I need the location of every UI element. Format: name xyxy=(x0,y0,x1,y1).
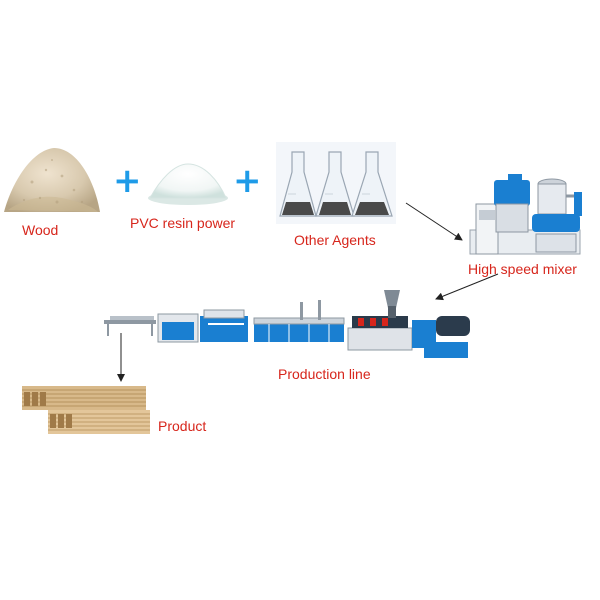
wood-label: Wood xyxy=(22,222,59,238)
flasks-icon xyxy=(276,142,396,224)
production-line-label: Production line xyxy=(278,366,371,382)
arrow-to-mixer xyxy=(405,202,463,241)
arrow-to-line xyxy=(435,273,499,301)
plus-icon: + xyxy=(233,161,262,201)
production-line-icon xyxy=(104,290,484,362)
pvc-label: PVC resin power xyxy=(130,215,236,231)
agents-label: Other Agents xyxy=(294,232,376,248)
wood-powder-icon xyxy=(2,142,102,220)
pvc-powder-icon xyxy=(146,158,230,206)
product-label: Product xyxy=(158,418,207,434)
mixer-label: High speed mixer xyxy=(468,261,577,277)
mixer-icon xyxy=(466,174,584,260)
plus-icon: + xyxy=(113,161,142,201)
product-icon xyxy=(18,382,150,442)
